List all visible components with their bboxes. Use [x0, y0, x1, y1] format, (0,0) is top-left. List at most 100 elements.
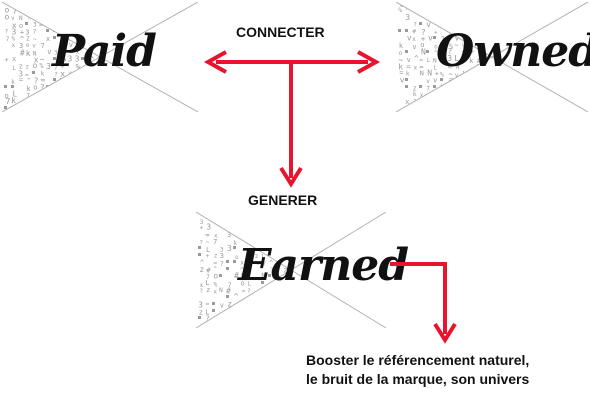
- outcome-note-line-1: Booster le référencement naturel,: [306, 352, 530, 368]
- svg-text:3: 3: [46, 62, 51, 71]
- svg-text:?: ?: [447, 47, 452, 56]
- svg-text:?: ?: [199, 240, 203, 247]
- svg-text:L: L: [205, 279, 209, 287]
- svg-text:N: N: [421, 47, 426, 56]
- svg-text:7: 7: [6, 36, 10, 43]
- svg-text:7: 7: [228, 282, 232, 289]
- svg-text:x: x: [11, 42, 15, 49]
- svg-text:3: 3: [19, 42, 23, 50]
- paid-block: LvLL+^^%L=x%Lo7v~kxk+o+ovN?+Lv77Lvxo3=~v…: [2, 2, 198, 112]
- svg-text:x: x: [405, 98, 409, 106]
- svg-text:7: 7: [213, 238, 217, 246]
- svg-text:#: #: [412, 28, 416, 35]
- svg-text:?: ?: [262, 261, 266, 268]
- svg-text:^: ^: [405, 8, 409, 16]
- generate-label: GENERER: [248, 192, 318, 208]
- paid-label: Paid: [52, 26, 157, 77]
- svg-text:~: ~: [206, 239, 210, 246]
- svg-text:=: =: [419, 57, 423, 64]
- svg-text:x: x: [214, 232, 218, 239]
- svg-text:N: N: [427, 69, 432, 78]
- svg-text:L: L: [13, 65, 17, 72]
- svg-text:^: ^: [434, 50, 438, 57]
- svg-text:L: L: [427, 57, 431, 64]
- svg-text:%: %: [76, 62, 81, 71]
- svg-text:x: x: [420, 92, 424, 99]
- svg-text:x: x: [12, 21, 17, 30]
- svg-text:+: +: [200, 224, 204, 231]
- svg-text:z: z: [206, 286, 210, 294]
- svg-text:o: o: [399, 50, 403, 57]
- svg-text:%: %: [449, 42, 454, 50]
- svg-text:3: 3: [198, 300, 203, 309]
- svg-text:z: z: [214, 252, 218, 259]
- svg-text:z: z: [283, 265, 288, 274]
- svg-text:?: ?: [442, 56, 446, 63]
- owned-label: Owned: [436, 26, 590, 77]
- svg-text:7: 7: [441, 35, 445, 43]
- svg-text:L: L: [433, 65, 437, 72]
- svg-text:k: k: [406, 70, 410, 77]
- svg-text:v: v: [412, 43, 416, 51]
- svg-text:x: x: [12, 55, 16, 63]
- svg-text:v: v: [11, 15, 15, 22]
- svg-text:+: +: [435, 70, 439, 78]
- svg-text:k: k: [399, 42, 404, 50]
- svg-text:k: k: [276, 273, 280, 280]
- svg-text:N: N: [420, 69, 424, 77]
- svg-text:z: z: [227, 300, 232, 309]
- svg-text:k: k: [11, 96, 16, 105]
- connect-double-arrow: [203, 50, 381, 74]
- svg-text:N: N: [441, 42, 446, 51]
- svg-text:L: L: [247, 280, 251, 287]
- svg-text:L: L: [261, 253, 265, 261]
- svg-text:=: =: [419, 64, 423, 72]
- connect-label: CONNECTER: [236, 24, 325, 40]
- svg-text:^: ^: [447, 34, 451, 42]
- svg-text:?: ?: [206, 315, 210, 323]
- svg-text:=: =: [449, 75, 454, 84]
- svg-text:o: o: [248, 260, 252, 268]
- svg-text:3: 3: [61, 34, 66, 43]
- svg-text:%: %: [39, 62, 44, 70]
- svg-text:#: #: [20, 49, 25, 58]
- svg-text:=: =: [406, 62, 411, 71]
- svg-text:z: z: [26, 34, 30, 42]
- svg-text:L: L: [12, 90, 17, 99]
- svg-text:=: =: [19, 76, 23, 84]
- earned-label: Earned: [238, 240, 409, 291]
- svg-text:=: =: [205, 232, 209, 240]
- svg-text:^: ^: [20, 36, 24, 44]
- svg-text:v: v: [426, 78, 430, 85]
- svg-text:=: =: [40, 76, 45, 85]
- svg-text:z: z: [199, 308, 203, 316]
- svg-text:3: 3: [220, 252, 224, 260]
- svg-text:^: ^: [269, 260, 273, 268]
- svg-text:=: =: [206, 301, 210, 308]
- svg-text:^: ^: [240, 267, 244, 274]
- svg-text:k: k: [233, 240, 237, 247]
- svg-text:v: v: [69, 41, 73, 49]
- svg-text:~: ~: [454, 42, 458, 50]
- svg-text:v: v: [407, 34, 412, 43]
- svg-text:z: z: [25, 63, 29, 70]
- svg-text:o: o: [5, 92, 9, 100]
- svg-text:z: z: [199, 265, 204, 274]
- svg-text:=: =: [39, 22, 43, 29]
- svg-text:+: +: [470, 47, 475, 56]
- svg-text:o: o: [235, 254, 239, 261]
- svg-text:N: N: [433, 57, 437, 64]
- svg-text:3: 3: [75, 55, 80, 64]
- svg-text:x: x: [34, 55, 39, 64]
- svg-text:=: =: [399, 69, 403, 77]
- svg-text:^: ^: [89, 55, 94, 64]
- outcome-note-line-2: le bruit de la marque, son univers: [306, 371, 530, 387]
- svg-text:k: k: [26, 49, 31, 58]
- svg-text:L: L: [206, 246, 210, 254]
- svg-text:7: 7: [426, 86, 430, 93]
- svg-text:v: v: [32, 43, 36, 50]
- svg-text:%: %: [398, 7, 402, 14]
- svg-text:k: k: [469, 57, 474, 65]
- svg-text:%: %: [11, 35, 15, 42]
- svg-text:x: x: [76, 49, 80, 56]
